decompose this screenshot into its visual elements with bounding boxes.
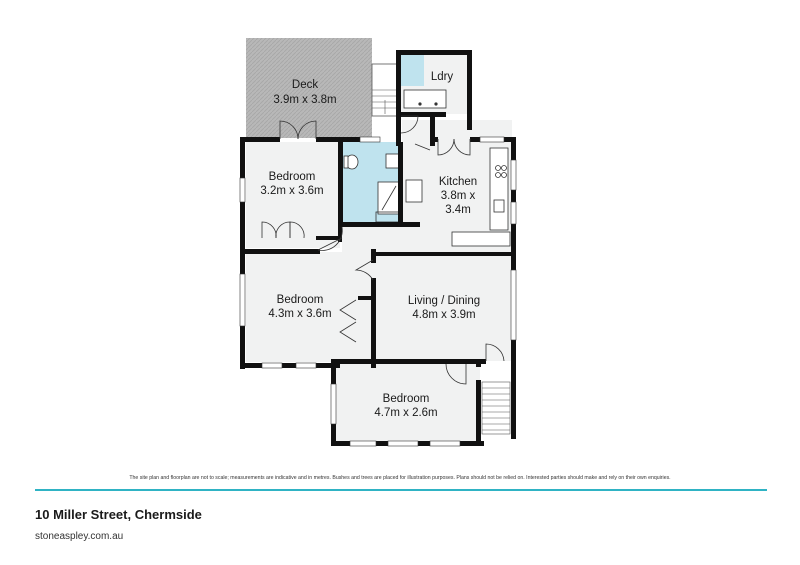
kitchen-island xyxy=(451,231,511,247)
laundry-name: Ldry xyxy=(431,71,454,83)
vanity-icon xyxy=(385,153,401,169)
doors xyxy=(261,115,505,385)
living-size: 4.8m x 3.9m xyxy=(412,309,475,321)
disclaimer-text: The site plan and floorplan are not to s… xyxy=(129,475,671,481)
bedroom-1-door xyxy=(317,237,343,251)
bedroom-3-size: 4.7m x 2.6m xyxy=(374,407,437,419)
kitchen-size-2: 3.4m xyxy=(445,204,471,216)
bedroom-1-size: 3.2m x 3.6m xyxy=(260,185,323,197)
deck-size: 3.9m x 3.8m xyxy=(273,94,336,106)
rear-door xyxy=(485,343,505,362)
deck-door xyxy=(279,120,299,140)
rear-stairs xyxy=(481,381,511,435)
kitchen-name: Kitchen xyxy=(439,176,477,188)
bedroom-2-floor xyxy=(246,252,376,362)
laundry-stairs xyxy=(371,63,399,117)
windows xyxy=(239,136,517,447)
bedroom-3-door xyxy=(445,363,467,385)
deck-name: Deck xyxy=(292,79,318,91)
kitchen-sink-icon xyxy=(493,199,505,213)
kitchen-laundry-door xyxy=(437,138,455,156)
cooktop-icon xyxy=(495,165,501,171)
footer-divider xyxy=(35,489,767,491)
bedroom-1-name: Bedroom xyxy=(269,171,316,183)
bedroom-2-robe xyxy=(339,299,357,321)
bedroom-2-name: Bedroom xyxy=(277,294,324,306)
laundry-door xyxy=(400,115,419,134)
agency-website[interactable]: stoneaspley.com.au xyxy=(35,531,124,542)
kitchen-fixtures xyxy=(405,147,511,247)
bathroom-fixtures xyxy=(343,153,403,223)
bedroom-3-name: Bedroom xyxy=(383,393,430,405)
fridge-space xyxy=(405,179,423,203)
laundry-wet-floor xyxy=(400,52,424,86)
laundry-tub-icon xyxy=(403,89,447,109)
kitchen-size-1: 3.8m x xyxy=(441,190,476,202)
bedroom-2-door xyxy=(354,259,374,281)
living-name: Living / Dining xyxy=(408,295,480,307)
bedroom-2-size: 4.3m x 3.6m xyxy=(268,308,331,320)
deck-area xyxy=(246,38,372,138)
kitchen-bench xyxy=(489,147,509,231)
laundry-fixtures xyxy=(403,89,447,109)
living-floor xyxy=(376,236,512,361)
floor-fills xyxy=(246,50,512,442)
bedroom-3-floor xyxy=(336,362,480,442)
property-address: 10 Miller Street, Chermside xyxy=(35,507,202,522)
